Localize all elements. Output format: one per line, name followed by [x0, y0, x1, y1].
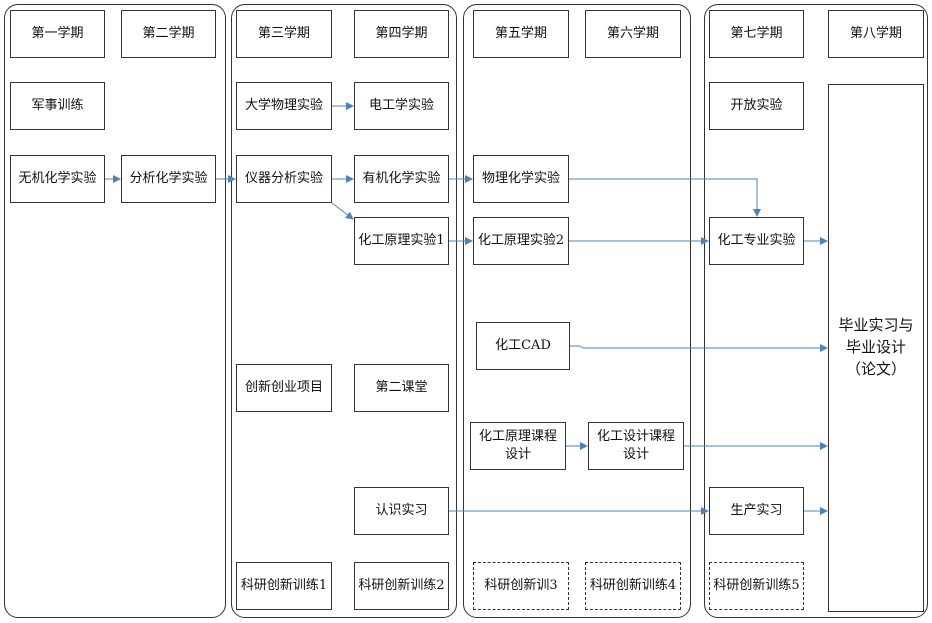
- course-analytical-chem-lab: 分析化学实验: [121, 155, 216, 203]
- course-physics-lab: 大学物理实验: [236, 82, 332, 130]
- course-production-practice: 生产实习: [709, 487, 804, 535]
- course-innovation-project: 创新创业项目: [236, 364, 332, 412]
- year-2-group: [231, 4, 457, 618]
- course-inorganic-chem-lab: 无机化学实验: [10, 155, 105, 203]
- semester-5-header: 第五学期: [473, 10, 569, 58]
- course-principle-course-design: 化工原理课程 设计: [470, 422, 566, 470]
- course-graduation-thesis: 毕业实习与 毕业设计 （论文）: [828, 84, 924, 612]
- year-1-group: [4, 4, 226, 618]
- semester-8-header: 第八学期: [828, 10, 924, 58]
- semester-2-header: 第二学期: [121, 10, 216, 58]
- course-physical-chem-lab: 物理化学实验: [473, 155, 569, 203]
- course-military-training: 军事训练: [10, 82, 105, 130]
- semester-4-header: 第四学期: [354, 10, 449, 58]
- course-chem-eng-principle-lab-1: 化工原理实验1: [354, 217, 449, 265]
- course-specialty-lab: 化工专业实验: [709, 217, 804, 265]
- course-research-training-3: 科研创新训3: [473, 562, 569, 610]
- course-research-training-4: 科研创新训练4: [585, 562, 681, 610]
- semester-3-header: 第三学期: [236, 10, 332, 58]
- semester-1-header: 第一学期: [10, 10, 105, 58]
- semester-6-header: 第六学期: [585, 10, 681, 58]
- semester-7-header: 第七学期: [709, 10, 804, 58]
- course-instrument-analysis-lab: 仪器分析实验: [236, 155, 332, 203]
- course-research-training-5: 科研创新训练5: [709, 562, 804, 610]
- course-chem-eng-principle-lab-2: 化工原理实验2: [473, 217, 569, 265]
- year-4-group: [704, 4, 928, 618]
- course-open-lab: 开放实验: [709, 82, 804, 130]
- course-electrical-lab: 电工学实验: [354, 82, 449, 130]
- course-second-class: 第二课堂: [354, 364, 449, 412]
- course-chem-design-course: 化工设计课程 设计: [588, 422, 684, 470]
- course-cognition-practice: 认识实习: [354, 487, 449, 535]
- year-3-group: [463, 4, 691, 618]
- course-chemical-cad: 化工CAD: [476, 322, 570, 370]
- course-research-training-2: 科研创新训练2: [354, 562, 449, 610]
- course-organic-chem-lab: 有机化学实验: [354, 155, 449, 203]
- course-research-training-1: 科研创新训练1: [236, 562, 332, 610]
